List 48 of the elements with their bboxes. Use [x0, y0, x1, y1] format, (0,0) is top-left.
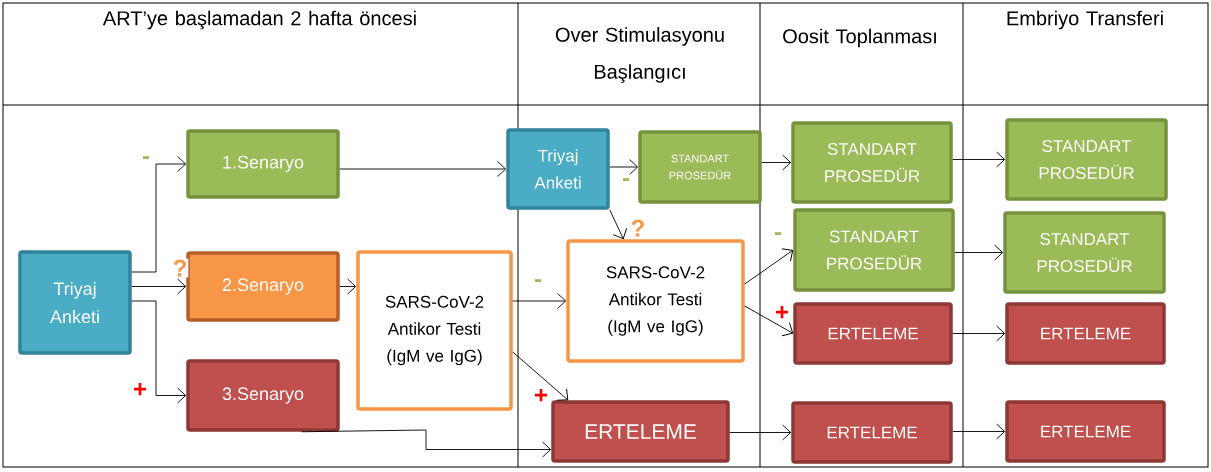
result-box: STANDART PROSEDÜR — [791, 121, 953, 204]
result-box: STANDART PROSEDÜR — [793, 208, 955, 292]
scenario-box: 2.Senaryo — [186, 251, 340, 322]
arrow — [954, 244, 1004, 261]
column-header: Over Stimulasyonu Başlangıcı — [555, 27, 724, 83]
edge-label: ? — [171, 258, 189, 278]
arrow — [131, 300, 187, 404]
result-box: STANDART PROSEDÜR — [1003, 211, 1166, 294]
edge-label: + — [774, 304, 790, 322]
arrow — [744, 248, 794, 285]
edge-label: ? — [629, 218, 647, 238]
edge-label: - — [773, 231, 783, 241]
edge-label: - — [621, 177, 631, 187]
arrow — [301, 429, 552, 458]
result-box: STANDART PROSEDÜR — [1005, 118, 1168, 201]
arrow — [952, 151, 1006, 168]
result-box: ERTELEME — [1005, 400, 1166, 463]
result-box: ERTELEME — [793, 302, 953, 365]
result-box: ERTELEME — [551, 400, 730, 463]
test-box: SARS-CoV-2 Antikor Testi (IgM ve IgG) — [356, 250, 513, 411]
arrow — [952, 423, 1006, 440]
arrow — [744, 305, 794, 337]
arrow — [729, 424, 792, 441]
edge-label: + — [132, 381, 148, 399]
result-box: STANDART PROSEDÜR — [638, 130, 762, 204]
column-header: Embriyo Transferi — [1007, 10, 1163, 30]
column-header: ART’ye başlamadan 2 hafta öncesi — [102, 10, 416, 30]
arrow — [609, 209, 628, 240]
result-box: ERTELEME — [791, 401, 953, 464]
arrow — [131, 156, 187, 273]
arrow — [339, 161, 507, 177]
edge-label: - — [533, 278, 543, 288]
arrow — [512, 293, 567, 309]
arrow — [339, 278, 357, 295]
test-box: SARS-CoV-2 Antikor Testi (IgM ve IgG) — [566, 239, 745, 363]
scenario-box: 1.Senaryo — [186, 129, 340, 199]
edge-label: + — [533, 387, 549, 405]
arrow — [609, 159, 639, 175]
survey-box: Triyaj Anketi — [18, 250, 132, 355]
result-box: ERTELEME — [1005, 302, 1166, 365]
arrow — [131, 278, 187, 295]
arrow — [512, 351, 569, 401]
edge-label: - — [141, 155, 151, 165]
arrow — [952, 325, 1006, 342]
survey-box: Triyaj Anketi — [506, 128, 610, 210]
arrow — [761, 154, 792, 171]
scenario-box: 3.Senaryo — [186, 359, 340, 432]
column-header: Oosit Toplanması — [783, 28, 936, 48]
